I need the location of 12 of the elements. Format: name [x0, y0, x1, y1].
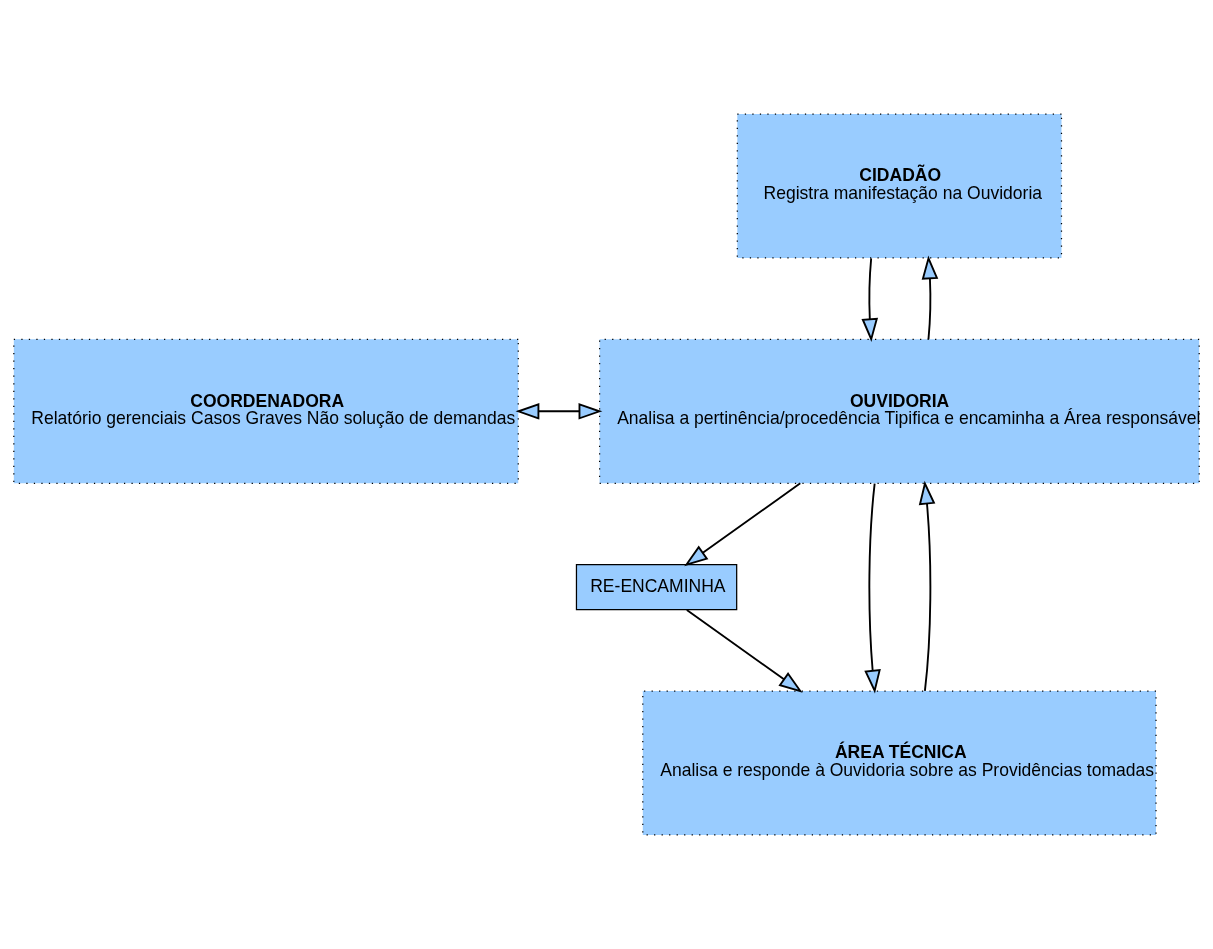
arrow — [861, 257, 879, 343]
arrow — [515, 402, 603, 420]
arrow — [918, 480, 936, 692]
arrow — [684, 482, 802, 567]
node-box: ÁREA TÉCNICA Analisa e responde à Ouvidoria sobre as Providências tomadas — [642, 690, 1157, 836]
node-box: CIDADÃO Registra manifestação na Ouvidoria — [736, 113, 1063, 259]
arrow — [685, 609, 803, 693]
node-box: OUVIDORIA Analisa a pertinência/procedência Tipifica e encaminha a Área responsável — [599, 338, 1200, 484]
node-box: COORDENADORA Relatório gerenciais Casos Graves Não solução de demandas — [13, 338, 519, 484]
node-box: RE-ENCAMINHA — [575, 564, 738, 611]
arrow — [921, 255, 939, 341]
arrow — [864, 482, 881, 694]
